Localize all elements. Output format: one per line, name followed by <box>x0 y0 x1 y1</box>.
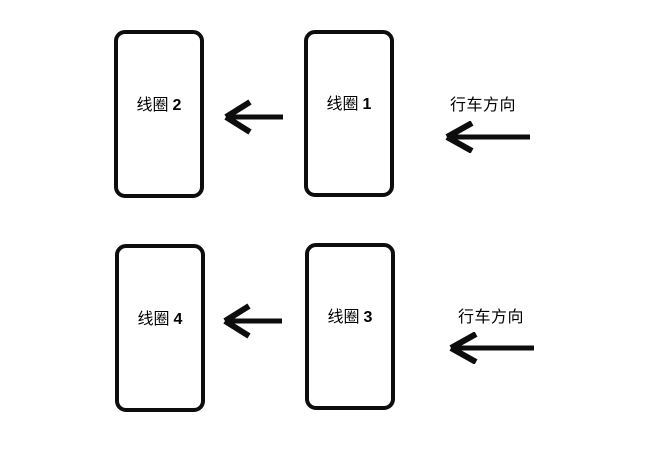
coil-1-box: 线圈 1 <box>304 30 394 197</box>
left-arrow-icon <box>223 303 282 339</box>
coil-3-name: 线圈 <box>327 309 360 326</box>
coil-2-name: 线圈 <box>136 96 169 114</box>
coil-4-label: 线圈 4 <box>138 311 183 328</box>
coil-1-label: 线圈 1 <box>327 96 372 113</box>
coil-2-label: 线圈 2 <box>137 97 182 114</box>
coil-4-box: 线圈 4 <box>115 244 205 412</box>
coil-2-box: 线圈 2 <box>114 30 204 198</box>
coil-4-name: 线圈 <box>137 310 170 328</box>
coil-3-label: 线圈 3 <box>328 309 373 326</box>
coil-3-box: 线圈 3 <box>305 243 395 410</box>
coil-4-number: 4 <box>173 310 183 328</box>
left-arrow-icon <box>445 121 530 153</box>
driving-direction-label-bottom: 行车方向 <box>458 309 525 326</box>
coil-1-name: 线圈 <box>326 96 359 113</box>
driving-direction-label-top: 行车方向 <box>450 97 517 114</box>
left-arrow-icon <box>449 332 534 364</box>
coil-1-number: 1 <box>362 96 372 113</box>
coil-2-number: 2 <box>172 96 182 114</box>
coil-3-number: 3 <box>363 309 373 326</box>
left-arrow-icon <box>224 99 283 135</box>
